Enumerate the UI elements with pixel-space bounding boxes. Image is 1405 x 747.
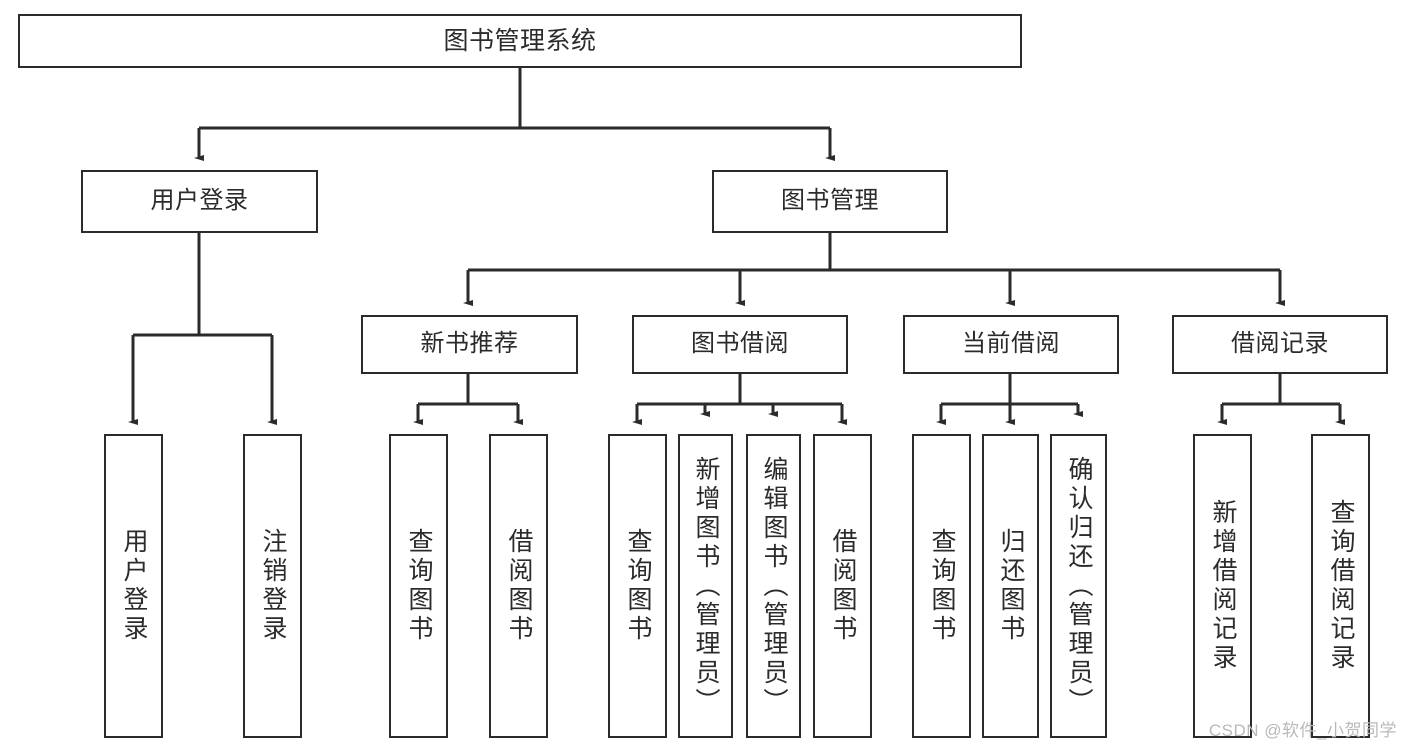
node-new-book-rec-label: 新书推荐 bbox=[420, 330, 519, 358]
node-new-book-rec[interactable]: 新书推荐 bbox=[361, 315, 578, 374]
node-leaf-borrow-book-2[interactable]: 借阅图书 bbox=[813, 434, 872, 738]
node-borrow-record[interactable]: 借阅记录 bbox=[1172, 315, 1388, 374]
node-leaf-borrow-book-2-label: 借阅图书 bbox=[829, 528, 857, 644]
node-book-borrow-label: 图书借阅 bbox=[691, 330, 789, 358]
node-leaf-confirm-return-label: 确认归还（管理员） bbox=[1065, 455, 1093, 717]
node-leaf-borrow-book-1[interactable]: 借阅图书 bbox=[489, 434, 548, 738]
node-leaf-logout-label: 注销登录 bbox=[259, 528, 287, 644]
node-root[interactable]: 图书管理系统 bbox=[18, 14, 1022, 68]
node-leaf-user-login-label: 用户登录 bbox=[120, 528, 148, 644]
node-leaf-query-book-2[interactable]: 查询图书 bbox=[608, 434, 667, 738]
node-leaf-edit-book[interactable]: 编辑图书（管理员） bbox=[746, 434, 801, 738]
node-leaf-query-book-3-label: 查询图书 bbox=[928, 528, 956, 644]
node-leaf-query-book-1-label: 查询图书 bbox=[405, 528, 433, 644]
node-leaf-add-record-label: 新增借阅记录 bbox=[1209, 499, 1237, 673]
watermark: CSDN @软件_小贺同学 bbox=[1208, 721, 1397, 740]
node-leaf-add-record[interactable]: 新增借阅记录 bbox=[1193, 434, 1252, 738]
node-user-login-label: 用户登录 bbox=[150, 187, 249, 215]
node-leaf-confirm-return[interactable]: 确认归还（管理员） bbox=[1050, 434, 1107, 738]
node-user-login[interactable]: 用户登录 bbox=[81, 170, 318, 233]
node-leaf-query-book-1[interactable]: 查询图书 bbox=[389, 434, 448, 738]
node-leaf-query-book-2-label: 查询图书 bbox=[624, 528, 652, 644]
node-current-borrow[interactable]: 当前借阅 bbox=[903, 315, 1119, 374]
node-leaf-borrow-book-1-label: 借阅图书 bbox=[505, 528, 533, 644]
node-leaf-add-book[interactable]: 新增图书（管理员） bbox=[678, 434, 733, 738]
node-leaf-user-login[interactable]: 用户登录 bbox=[104, 434, 163, 738]
node-leaf-return-book-label: 归还图书 bbox=[997, 528, 1025, 644]
node-leaf-logout[interactable]: 注销登录 bbox=[243, 434, 302, 738]
node-leaf-add-book-label: 新增图书（管理员） bbox=[692, 455, 720, 717]
node-current-borrow-label: 当前借阅 bbox=[962, 330, 1060, 358]
node-root-label: 图书管理系统 bbox=[443, 27, 597, 55]
node-leaf-query-record[interactable]: 查询借阅记录 bbox=[1311, 434, 1370, 738]
node-book-manage[interactable]: 图书管理 bbox=[712, 170, 948, 233]
node-book-borrow[interactable]: 图书借阅 bbox=[632, 315, 848, 374]
node-leaf-return-book[interactable]: 归还图书 bbox=[982, 434, 1039, 738]
node-book-manage-label: 图书管理 bbox=[781, 187, 879, 215]
node-leaf-query-book-3[interactable]: 查询图书 bbox=[912, 434, 971, 738]
node-borrow-record-label: 借阅记录 bbox=[1231, 330, 1329, 358]
node-leaf-edit-book-label: 编辑图书（管理员） bbox=[760, 455, 788, 717]
node-leaf-query-record-label: 查询借阅记录 bbox=[1327, 499, 1355, 673]
